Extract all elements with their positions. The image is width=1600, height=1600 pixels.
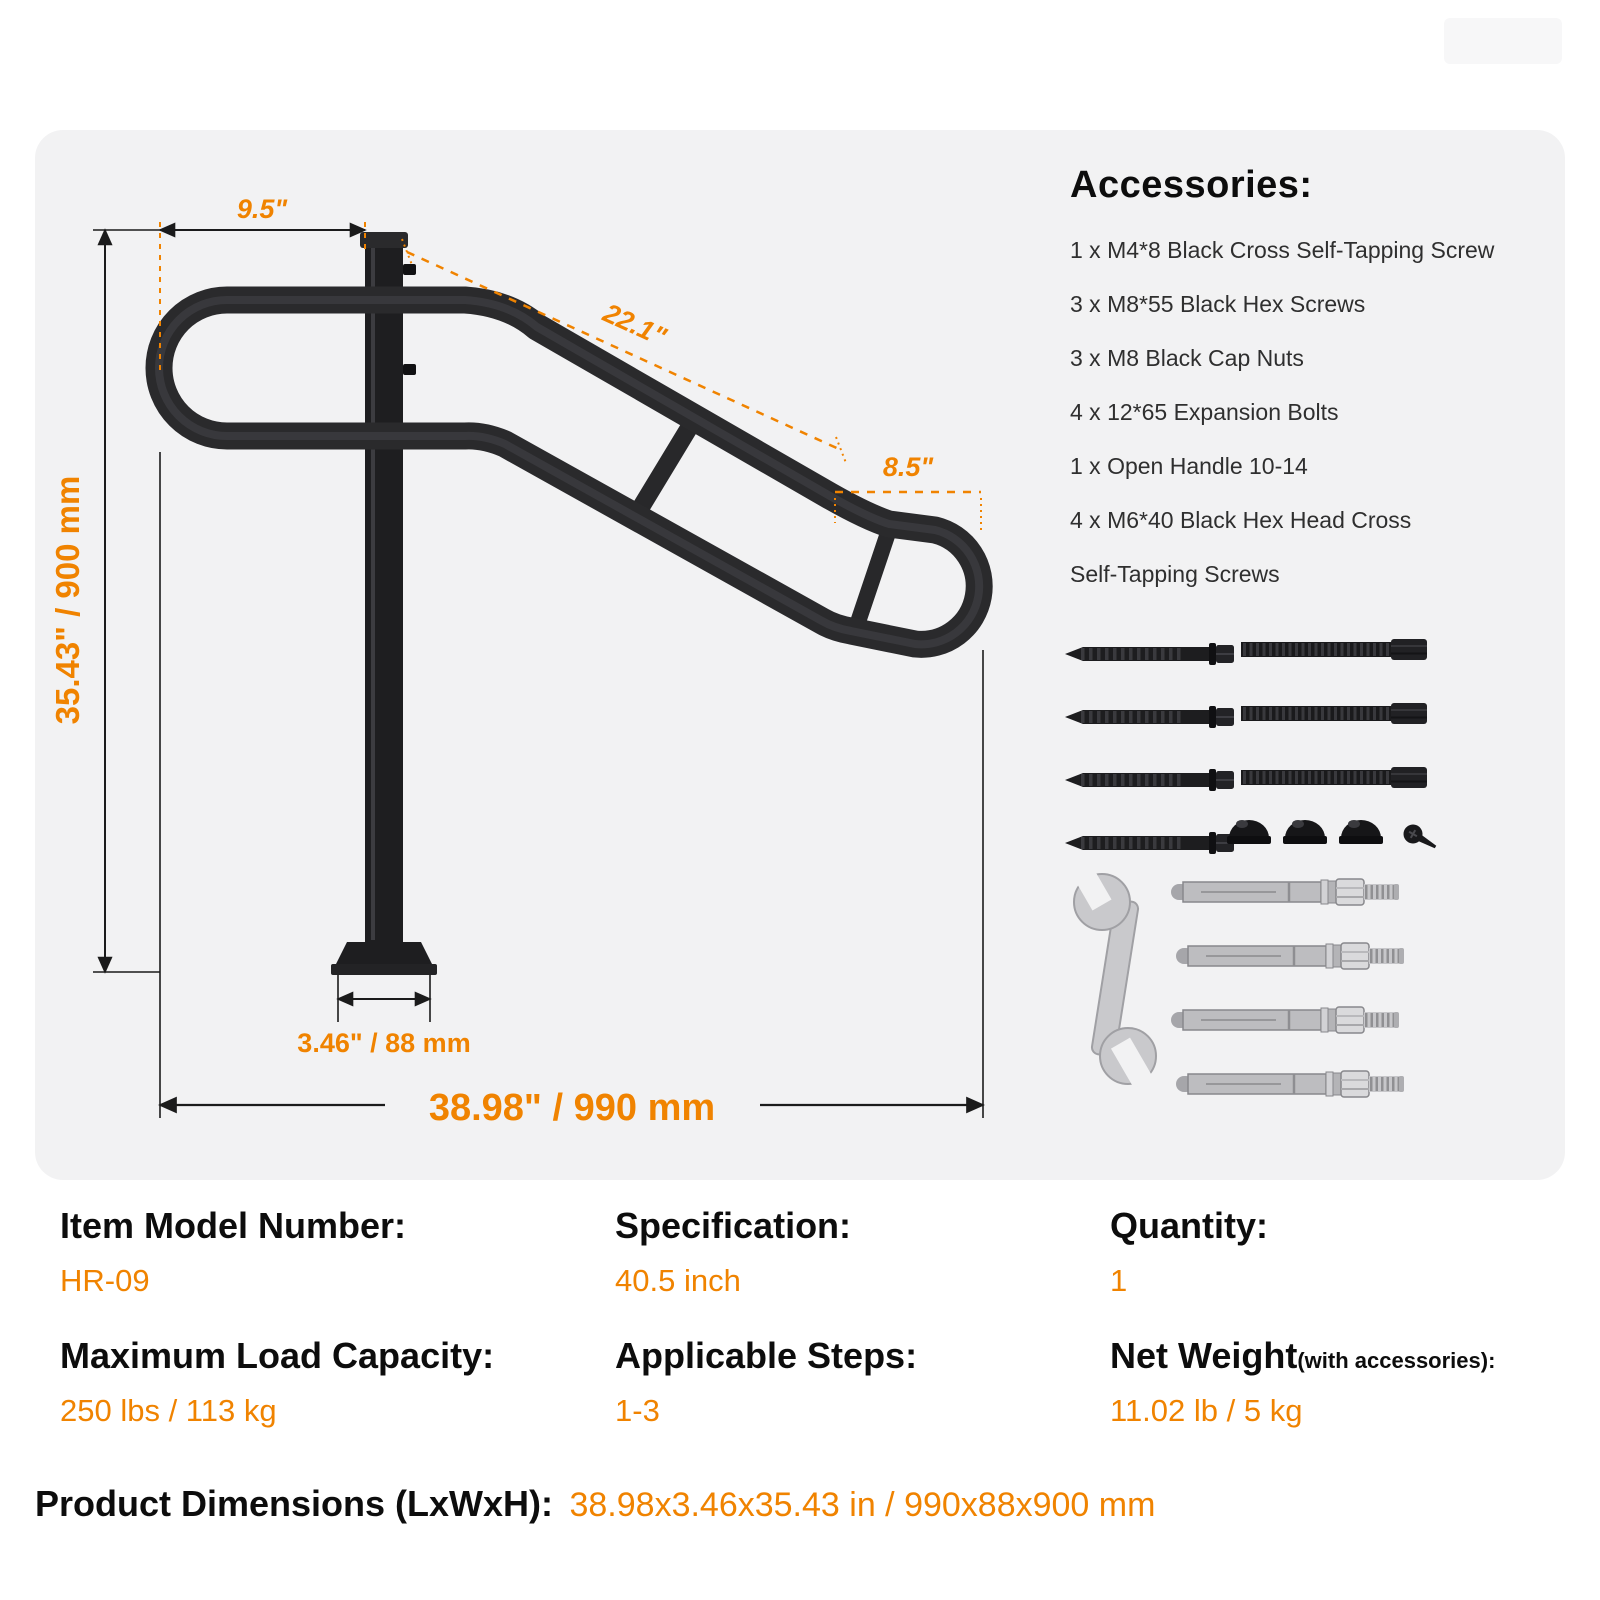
dim-label-end-section: 8.5" (883, 452, 935, 482)
spec-label: Applicable Steps: (615, 1335, 918, 1376)
accessory-item: Self-Tapping Screws (1070, 561, 1280, 587)
accessory-item: 4 x 12*65 Expansion Bolts (1070, 399, 1339, 425)
net-weight-suffix: (with accessories): (1297, 1348, 1496, 1373)
dimension-lines (93, 222, 985, 1118)
spec-label: Maximum Load Capacity: (60, 1335, 495, 1376)
watermark (1444, 18, 1562, 64)
spec-value: 1 (1110, 1263, 1128, 1298)
product-dimensions-row: Product Dimensions (LxWxH): 38.98x3.46x3… (35, 1483, 1600, 1525)
accessory-item: 3 x M8*55 Black Hex Screws (1070, 291, 1366, 317)
handrail-post (331, 232, 437, 975)
spec-section: Item Model Number: HR-09 Specification: … (0, 1205, 1600, 1525)
net-weight-label: Net Weight (1110, 1335, 1298, 1376)
dim-label-overall-length: 38.98" / 990 mm (429, 1087, 715, 1129)
dim-label-top-width: 9.5" (237, 194, 289, 224)
dimension-guides (159, 222, 982, 530)
accessory-item: 1 x M4*8 Black Cross Self-Tapping Screw (1070, 237, 1495, 263)
spec-value: 1-3 (615, 1393, 660, 1428)
dim-label-height: 35.43" / 900 mm (49, 476, 86, 725)
spec-value: 250 lbs / 113 kg (60, 1393, 277, 1428)
spec-value: HR-09 (60, 1263, 150, 1298)
spec-label: Item Model Number: (60, 1205, 407, 1246)
spec-label: Net Weight(with accessories): (1110, 1335, 1600, 1377)
wrench-icon (1070, 861, 1157, 1089)
spec-net-weight: Net Weight(with accessories): 11.02 lb /… (1110, 1335, 1600, 1429)
handrail-rail (145, 286, 993, 658)
hardware-lag-screws (1065, 643, 1234, 854)
handrail-diagram: 9.5" 22.1" 8.5" 35.43" / 900 mm 3.46" / … (49, 194, 1442, 1129)
spec-applicable-steps: Applicable Steps: 1-3 (615, 1335, 1110, 1429)
rail-brace (626, 409, 704, 526)
rail-end-brace (847, 519, 898, 639)
spec-quantity: Quantity: 1 (1110, 1205, 1600, 1299)
spec-value: 11.02 lb / 5 kg (1110, 1393, 1303, 1428)
dim-label-post-base: 3.46" / 88 mm (297, 1028, 470, 1058)
hardware-cap-nuts (1227, 820, 1442, 857)
product-dimensions-value: 38.98x3.46x35.43 in / 990x88x900 mm (569, 1486, 1156, 1524)
spec-grid: Item Model Number: HR-09 Specification: … (60, 1205, 1600, 1429)
accessory-item: 3 x M8 Black Cap Nuts (1070, 345, 1304, 371)
accessory-item: 1 x Open Handle 10-14 (1070, 453, 1308, 479)
spec-item-model: Item Model Number: HR-09 (60, 1205, 615, 1299)
spec-label: Quantity: (1110, 1205, 1268, 1246)
diagram-panel: 9.5" 22.1" 8.5" 35.43" / 900 mm 3.46" / … (35, 130, 1565, 1180)
spec-max-load: Maximum Load Capacity: 250 lbs / 113 kg (60, 1335, 615, 1429)
spec-specification: Specification: 40.5 inch (615, 1205, 1110, 1299)
hardware-expansion-bolts (1171, 879, 1404, 1097)
product-dimensions-label: Product Dimensions (LxWxH): (35, 1483, 554, 1524)
accessory-item: 4 x M6*40 Black Hex Head Cross (1070, 507, 1412, 533)
dim-label-rail-length: 22.1" (598, 297, 672, 352)
accessories-title: Accessories: (1070, 164, 1313, 206)
spec-label: Specification: (615, 1205, 852, 1246)
accessories-section: Accessories: 1 x M4*8 Black Cross Self-T… (1070, 164, 1540, 613)
hardware-hex-bolts (1241, 639, 1427, 788)
spec-value: 40.5 inch (615, 1263, 741, 1298)
